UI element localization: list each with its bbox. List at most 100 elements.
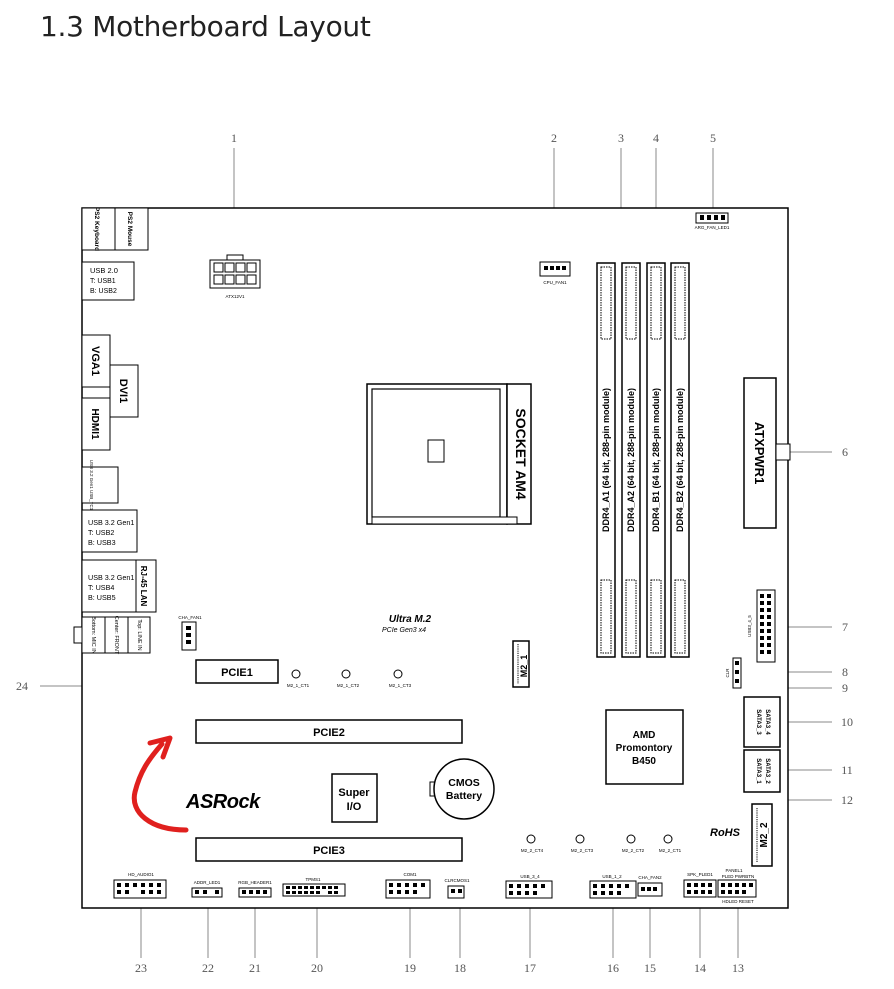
callout-4: 4 xyxy=(653,131,659,145)
m2-2-ct3-label: M2_2_CT3 xyxy=(571,848,594,853)
m2-1-ct3-label: M2_1_CT3 xyxy=(389,683,412,688)
callout-15: 15 xyxy=(644,961,656,975)
vga-port xyxy=(81,334,111,388)
pcie-slots: PCIE1 PCIE2 PCIE3 xyxy=(195,659,463,862)
usb3-header: USB3_4_5 xyxy=(747,589,776,663)
cmos-label-2: Battery xyxy=(446,790,482,802)
usb32b-label-2: T: USB4 xyxy=(88,583,114,592)
sata-2-label: SATA3_2 xyxy=(764,758,770,784)
callout-16: 16 xyxy=(607,961,619,975)
com-label: COM1 xyxy=(403,872,416,877)
dvi-label: DVI1 xyxy=(117,379,129,403)
cha-fan1-label: CHA_FAN1 xyxy=(178,615,202,620)
callout-numbers: 1 2 3 4 5 6 7 8 9 10 11 12 13 14 15 16 1… xyxy=(16,131,853,975)
m2-1-label: M2_1 xyxy=(519,655,529,678)
addr-led-label: ADDR_LED1 xyxy=(194,880,221,885)
callout-9: 9 xyxy=(842,681,848,695)
rj45-label: RJ-45 LAN xyxy=(139,566,148,607)
dvi-port xyxy=(109,364,139,418)
tpms-label: TPMS1 xyxy=(305,877,321,882)
page-title: 1.3 Motherboard Layout xyxy=(40,10,371,43)
pcie2-label: PCIE2 xyxy=(313,727,345,739)
clr-label: CLR xyxy=(725,668,730,678)
audio-top-label: Top: LINE IN xyxy=(136,619,142,650)
asrock-logo: ASRock xyxy=(185,791,261,813)
cmos-label-1: CMOS xyxy=(448,777,480,789)
ps2-mouse-label: PS2 Mouse xyxy=(126,212,133,247)
m2-2-label: M2_2 xyxy=(759,822,770,847)
callout-8: 8 xyxy=(842,665,848,679)
callout-22: 22 xyxy=(202,961,214,975)
sata-ports: SATA3_3 SATA3_4 SATA3_1 SATA3_2 xyxy=(743,696,781,793)
socket-label: SOCKET AM4 xyxy=(513,408,529,499)
usb32a-label-1: USB 3.2 Gen1 xyxy=(88,518,134,527)
atx12v-connector: ATX12V1 xyxy=(209,254,261,299)
amd-label-1: AMD xyxy=(633,730,656,741)
hdmi-label: HDMI1 xyxy=(89,408,100,440)
super-io-label-2: I/O xyxy=(347,801,362,813)
amd-chipset: AMD Promontory B450 xyxy=(605,709,684,785)
callout-13: 13 xyxy=(732,961,744,975)
spk-pled-label: SPK_PLED1 xyxy=(687,872,713,877)
usb-1-2-label: USB_1_2 xyxy=(602,874,622,879)
rear-io: PS2 Mouse PS2 Keyboard USB 2.0 T: USB1 B… xyxy=(73,207,157,655)
amd-label-3: B450 xyxy=(632,756,656,767)
atxpwr-connector: ATXPWR1 xyxy=(743,377,791,529)
m2-2-standoffs: M2_2_CT4 M2_2_CT3 M2_2_CT2 M2_2_CT1 xyxy=(521,834,682,853)
usb-tc-port xyxy=(81,466,119,504)
audio-bottom-label: Bottom: MIC IN xyxy=(90,616,96,654)
callout-12: 12 xyxy=(841,793,853,807)
dimm-slots: DDR4_A1 (64 bit, 288-pin module) DDR4_A2… xyxy=(596,262,690,658)
panel-label: PANEL1 xyxy=(726,868,743,873)
clr-jumper: CLR xyxy=(725,657,742,689)
super-io-chip: Super I/O xyxy=(331,773,378,823)
argb-fan-header: ARG_FAN_LED1 xyxy=(695,212,730,230)
callout-1: 1 xyxy=(231,131,237,145)
usb3-header-label: USB3_4_5 xyxy=(747,615,752,637)
callout-3: 3 xyxy=(618,131,624,145)
usb-tc-label: USB 3.2 Gen1 USB_TC1 xyxy=(89,460,94,511)
amd-label-2: Promontory xyxy=(616,743,673,754)
rgb-header-label: RGB_HEADER1 xyxy=(238,880,272,885)
callout-19: 19 xyxy=(404,961,416,975)
m2-1-ct2-label: M2_1_CT2 xyxy=(337,683,360,688)
m2-2-ct2-label: M2_2_CT2 xyxy=(622,848,645,853)
callout-10: 10 xyxy=(841,715,853,729)
callout-18: 18 xyxy=(454,961,466,975)
usb32a-label-3: B: USB3 xyxy=(88,538,116,547)
cpu-socket: SOCKET AM4 xyxy=(366,383,532,525)
panel-sub-label-2: HDLED RESET xyxy=(722,899,754,904)
callout-20: 20 xyxy=(311,961,323,975)
hdmi-port xyxy=(81,397,111,451)
ultra-m2-area: Ultra M.2 PCIe Gen3 x4 M2_1 M2_1_CT1 M2_… xyxy=(287,614,530,688)
sata-4-label: SATA3_4 xyxy=(764,709,770,735)
pcie3-label: PCIE3 xyxy=(313,845,345,857)
callout-14: 14 xyxy=(694,961,706,975)
sata-3-label: SATA3_3 xyxy=(755,709,761,735)
ps2-keyboard-label: PS2 Keyboard xyxy=(93,207,100,251)
dimm-a1-label: DDR4_A1 (64 bit, 288-pin module) xyxy=(601,388,611,532)
callout-21: 21 xyxy=(249,961,261,975)
ultra-m2-label: Ultra M.2 xyxy=(389,614,432,625)
usb32-port-b xyxy=(81,559,137,613)
usb32a-label-2: T: USB2 xyxy=(88,528,114,537)
usb32b-label-3: B: USB5 xyxy=(88,593,116,602)
cha-fan1-header: CHA_FAN1 xyxy=(178,615,202,651)
argb-fan-label: ARG_FAN_LED1 xyxy=(695,225,730,230)
callout-2: 2 xyxy=(551,131,557,145)
usb20-label-3: B: USB2 xyxy=(90,288,117,295)
m2-2-slot: M2_2 xyxy=(751,803,773,867)
dimm-b1-label: DDR4_B1 (64 bit, 288-pin module) xyxy=(651,388,661,532)
callout-6: 6 xyxy=(842,445,848,459)
panel-sub-label-1: PLED PWRBTN xyxy=(722,874,755,879)
pcie1-label: PCIE1 xyxy=(221,667,253,679)
audio-center-label: Center: FRONT xyxy=(113,616,119,655)
usb20-port xyxy=(81,261,135,301)
m2-2-ct1-label: M2_2_CT1 xyxy=(659,848,682,853)
hd-audio-label: HD_AUDIO1 xyxy=(128,872,154,877)
usb-3-4-label: USB_3_4 xyxy=(520,874,540,879)
usb20-label-2: T: USB1 xyxy=(90,278,116,285)
cpu-fan-header: CPU_FAN1 xyxy=(539,261,571,285)
atx12v-label: ATX12V1 xyxy=(226,294,245,299)
